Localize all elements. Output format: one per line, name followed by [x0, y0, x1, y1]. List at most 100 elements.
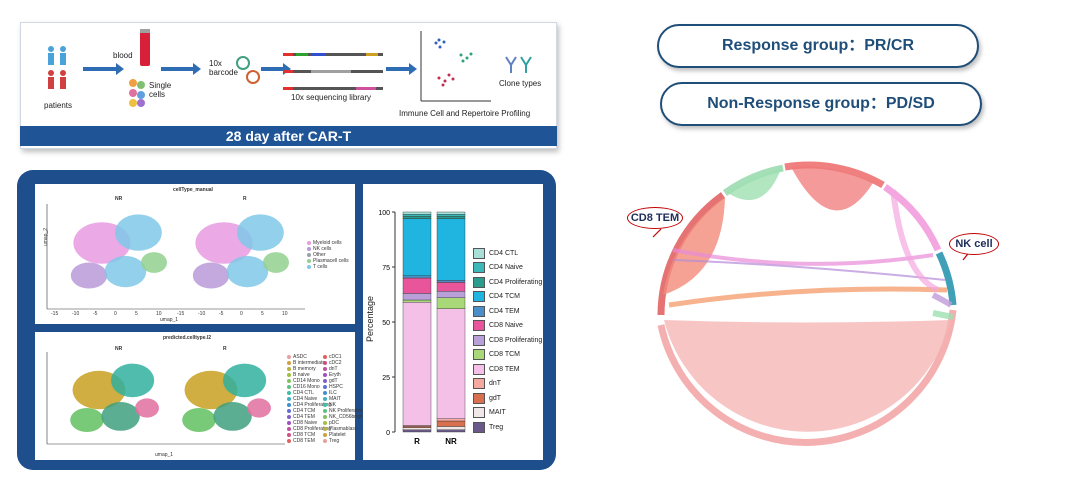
y-tick-label: 100	[378, 210, 390, 217]
legend-label: CD8 TCM	[293, 432, 316, 438]
legend-label: CD4 TCM	[293, 408, 316, 414]
legend-item: CD4 Naive	[287, 396, 331, 402]
legend-swatch	[473, 305, 485, 317]
y-tick-label: 75	[382, 265, 390, 272]
chord-cd8tem	[663, 197, 725, 295]
bar-segment	[402, 429, 432, 433]
bar-segment	[402, 427, 432, 431]
legend-label: CD8 TEM	[293, 438, 315, 444]
bar-legend-item: CD8 Proliferating	[473, 333, 542, 348]
bar-legend-item: CD4 Proliferating	[473, 275, 542, 290]
legend-dot	[307, 241, 311, 245]
y-tick-label: 50	[382, 320, 390, 327]
legend-dot	[323, 439, 327, 443]
legend-label: Plasmablast	[329, 426, 357, 432]
legend-label: CD4 Naive	[293, 396, 318, 402]
bar-segment	[436, 297, 466, 310]
single-cells-label: Single cells	[149, 81, 172, 99]
chord-diagram-svg	[652, 161, 972, 446]
ring-segment-cd8naive	[784, 161, 885, 189]
legend-item: pDC	[323, 420, 364, 426]
ring-segment-main	[657, 309, 957, 446]
legend-dot	[307, 265, 311, 269]
legend-label: CD4 CTL	[489, 249, 519, 257]
patients-icon	[48, 46, 66, 89]
legend-label: CD16 Mono	[293, 384, 320, 390]
bar-legend-item: Treg	[473, 420, 542, 435]
legend-item: CD8 TEM	[287, 438, 331, 444]
umap-cluster	[115, 214, 162, 251]
bar-segment	[436, 290, 466, 298]
arrow-icon	[83, 63, 124, 75]
clone-types-icon	[505, 56, 532, 73]
legend-dot	[287, 355, 291, 359]
legend-label: B intermediate	[293, 360, 326, 366]
legend-item: CD8 Proliferating	[287, 426, 331, 432]
umap-x-tick: -10	[198, 311, 206, 317]
barcode-bead-icon	[236, 56, 260, 84]
chord-link	[672, 259, 946, 281]
umap-x-tick: 0	[240, 311, 243, 317]
legend-label: CD4 TEM	[489, 307, 520, 315]
umap-cluster	[226, 256, 269, 288]
bar-segment	[402, 216, 432, 219]
legend-dot	[323, 355, 327, 359]
bar-segment	[402, 218, 432, 276]
umap-cluster	[101, 402, 140, 431]
chord-large	[664, 320, 951, 432]
legend-swatch	[473, 320, 485, 332]
legend-label: pDC	[329, 420, 340, 426]
legend-swatch	[473, 378, 485, 390]
bar-segment	[436, 420, 466, 427]
sequencing-library-diagram	[283, 53, 383, 90]
umap-cluster	[70, 408, 104, 432]
legend-label: CD4 CTL	[293, 390, 314, 396]
bar-segment	[402, 214, 432, 217]
umap-x-tick: -15	[51, 311, 59, 317]
legend-label: dnT	[489, 380, 502, 388]
legend-label: cDC1	[329, 354, 342, 360]
bar-legend-item: dnT	[473, 377, 542, 392]
bar-segment	[402, 299, 432, 303]
umap-bottom-xlabel: umap_1	[155, 452, 174, 458]
legend-label: CD8 Proliferating	[293, 426, 332, 432]
legend-item: CD4 CTL	[287, 390, 331, 396]
legend-label: CD8 TCM	[489, 351, 520, 359]
x-tick-label: R	[414, 437, 420, 446]
workflow-banner: 28 day after CAR-T	[20, 126, 557, 146]
profiling-label: Immune Cell and Repertoire Profiling	[399, 109, 531, 118]
legend-dot	[287, 433, 291, 437]
legend-label: CD8 Naive	[489, 322, 523, 330]
legend-label: Plasmacell cells	[313, 258, 349, 264]
legend-label: T cells	[313, 264, 328, 270]
legend-item: NK Proliferating	[323, 408, 364, 414]
legend-dot	[287, 415, 291, 419]
chord-link	[890, 189, 940, 293]
x-tick-label: NR	[445, 437, 457, 446]
umap-bottom-r-label: R	[223, 346, 227, 352]
legend-label: CD4 Naive	[489, 264, 523, 272]
legend-item: CD14 Mono	[287, 378, 331, 384]
umap-cluster	[247, 398, 271, 418]
chord-link	[668, 286, 948, 308]
umap-cluster	[182, 408, 216, 432]
legend-item: B memory	[287, 366, 331, 372]
bar-segment	[436, 308, 466, 420]
legend-item: CD8 TCM	[287, 432, 331, 438]
legend-dot	[307, 247, 311, 251]
legend-dot	[323, 391, 327, 395]
umap-cluster	[111, 363, 155, 398]
response-group-pill: Response group：PR/CR	[657, 24, 979, 68]
legend-label: dnT	[329, 366, 338, 372]
legend-item: CD4 TEM	[287, 414, 331, 420]
legend-dot	[287, 391, 291, 395]
legend-label: Treg	[489, 423, 504, 431]
bar-ylabel: Percentage	[365, 295, 376, 343]
legend-swatch	[473, 262, 485, 274]
bar-segment	[436, 214, 466, 217]
legend-dot	[323, 361, 327, 365]
clone-types-label: Clone types	[499, 79, 542, 88]
umap-bottom-plot	[46, 352, 285, 445]
